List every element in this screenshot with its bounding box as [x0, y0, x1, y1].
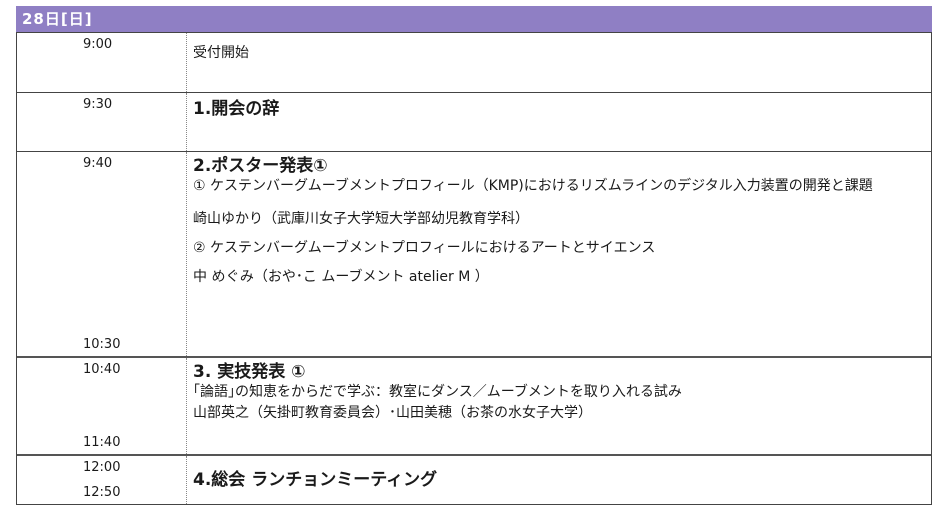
end-time: 11:40 [83, 435, 121, 450]
item-title: 2.ポスター発表① [193, 156, 328, 176]
content-cell: 4.総会 ランチョンミーティング [187, 456, 931, 504]
start-time: 9:30 [83, 97, 113, 112]
item-title: 1.開会の辞 [193, 99, 280, 119]
presenter: 中 めぐみ（おや･こ ムーブメント atelier M ） [193, 269, 489, 285]
day-header: 28日[日] [16, 6, 932, 32]
schedule-table: 28日[日] 9:00 受付開始 9:30 1.開会の辞 9:40 10:30 [16, 6, 932, 505]
schedule-row: 9:00 受付開始 [17, 32, 931, 92]
presenter: 山部英之（矢掛町教育委員会）･山田美穂（お茶の水女子大学） [193, 405, 592, 421]
presenter: 崎山ゆかり（武庫川女子大学短大学部幼児教育学科） [193, 211, 529, 227]
schedule-body: 9:00 受付開始 9:30 1.開会の辞 9:40 10:30 2.ポスター発… [16, 32, 932, 505]
start-time: 9:40 [83, 156, 113, 171]
schedule-row: 9:40 10:30 2.ポスター発表① ① ケステンバーグムーブメントプロフィ… [17, 151, 931, 356]
time-cell: 10:40 11:40 [17, 358, 187, 454]
content-cell: 3. 実技発表 ① ｢論語｣の知恵をからだで学ぶ：教室にダンス／ムーブメントを取… [187, 358, 931, 454]
start-time: 9:00 [83, 37, 113, 52]
content-cell: 1.開会の辞 [187, 93, 931, 151]
presentation-title: ① ケステンバーグムーブメントプロフィール（KMP)におけるリズムラインのデジタ… [193, 178, 873, 194]
start-time: 10:40 [83, 362, 121, 377]
schedule-row: 12:00 12:50 4.総会 ランチョンミーティング [17, 454, 931, 504]
end-time: 10:30 [83, 337, 121, 352]
time-cell: 9:40 10:30 [17, 152, 187, 356]
item-text: 受付開始 [193, 45, 249, 61]
time-cell: 12:00 12:50 [17, 456, 187, 504]
item-title: 4.総会 ランチョンミーティング [193, 469, 438, 490]
time-cell: 9:30 [17, 93, 187, 151]
end-time: 12:50 [83, 485, 121, 500]
presentation-title: ② ケステンバーグムーブメントプロフィールにおけるアートとサイエンス [193, 240, 656, 256]
time-cell: 9:00 [17, 33, 187, 92]
presentation-title: ｢論語｣の知恵をからだで学ぶ：教室にダンス／ムーブメントを取り入れる試み [193, 384, 682, 400]
schedule-row: 10:40 11:40 3. 実技発表 ① ｢論語｣の知恵をからだで学ぶ：教室に… [17, 356, 931, 454]
content-cell: 2.ポスター発表① ① ケステンバーグムーブメントプロフィール（KMP)における… [187, 152, 931, 356]
start-time: 12:00 [83, 460, 121, 475]
content-cell: 受付開始 [187, 33, 931, 92]
item-title: 3. 実技発表 ① [193, 362, 306, 382]
schedule-row: 9:30 1.開会の辞 [17, 92, 931, 151]
